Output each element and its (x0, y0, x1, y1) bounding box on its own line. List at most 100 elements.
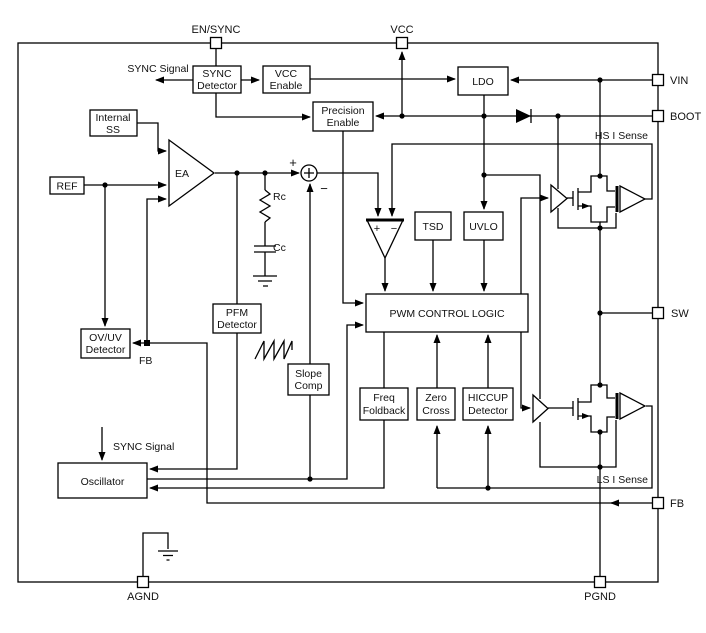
comparator-plus-label: + (374, 223, 380, 235)
pin-fb (651, 496, 665, 510)
sync-detector-label-2: Detector (197, 80, 237, 92)
vcc-enable-label-1: VCC (275, 68, 298, 80)
comparator-minus-label: − (391, 223, 397, 235)
freq-label-2: Foldback (363, 405, 406, 417)
sync-signal-top-label: SYNC Signal (127, 63, 188, 75)
block-oscillator: Oscillator (57, 462, 148, 499)
pin-label-vin: VIN (670, 75, 688, 87)
bootstrap-diode-icon (516, 109, 532, 123)
wire-precision-to-pwm (342, 131, 364, 307)
fb-node-dot (144, 340, 150, 346)
internal-ss-label-2: SS (106, 124, 120, 136)
block-pfm-detector: PFM Detector (212, 303, 262, 334)
sync-signal-bottom-label: SYNC Signal (113, 441, 174, 453)
ovuv-label-2: Detector (86, 344, 126, 356)
block-slope-comp: Slope Comp (287, 363, 330, 396)
block-internal-ss: Internal SS (89, 109, 138, 137)
hs-i-sense-label: HS I Sense (595, 130, 648, 142)
wire-pfm-to-osc (149, 333, 238, 473)
wire-pwm-to-hsdriver (520, 194, 549, 294)
summing-minus-label: − (320, 181, 328, 196)
pin-sw (651, 306, 665, 320)
wire-osc-sawtooth-out (147, 321, 364, 480)
pins (136, 36, 665, 589)
sync-detector-label-1: SYNC (202, 68, 232, 80)
pin-label-en-sync: EN/SYNC (192, 24, 241, 36)
ovuv-label-1: OV/UV (89, 332, 122, 344)
block-zero-cross: Zero Cross (416, 387, 456, 421)
zero-label-2: Cross (422, 405, 449, 417)
pin-vcc (395, 36, 409, 50)
ea-label: EA (175, 168, 189, 180)
block-uvlo: UVLO (463, 211, 504, 241)
slope-label-2: Comp (294, 380, 322, 392)
wire-fb-run (132, 339, 653, 504)
agnd-ground-icon (158, 550, 178, 561)
block-precision-enable: Precision Enable (312, 101, 374, 132)
block-ref: REF (49, 176, 85, 195)
hiccup-label-1: HICCUP (468, 392, 508, 404)
pin-label-fb: FB (670, 498, 684, 510)
pin-vin (651, 73, 665, 87)
error-amplifier: EA (168, 138, 216, 208)
freq-label-1: Freq (373, 392, 395, 404)
summing-plus-label: + (289, 155, 297, 170)
wire-syncdet-to-precision (215, 93, 311, 121)
pwm-label: PWM CONTROL LOGIC (389, 308, 505, 320)
slope-label-1: Slope (295, 368, 322, 380)
wire-ls-rail (539, 420, 617, 468)
wire-vcc-to-lsdriver (484, 174, 541, 399)
ls-mosfet-icon (548, 384, 601, 467)
block-ovuv-detector: OV/UV Detector (80, 328, 131, 359)
wire-hs-sense-bus (388, 143, 653, 217)
pfm-label-1: PFM (226, 307, 248, 319)
hs-sense-taps (600, 175, 615, 223)
ref-label: REF (57, 181, 78, 193)
pwm-comparator: + − (365, 218, 405, 260)
hiccup-label-2: Detector (468, 405, 508, 417)
pin-label-boot: BOOT (670, 111, 701, 123)
wire-ls-sense-bus (437, 405, 653, 489)
block-freq-foldback: Freq Foldback (359, 387, 409, 421)
pin-pgnd (593, 575, 607, 589)
summing-junction (300, 164, 318, 182)
pin-label-pgnd: PGND (584, 591, 616, 603)
wire-fb-to-ea (146, 195, 167, 343)
cc-label: Cc (273, 242, 286, 254)
precision-enable-label-1: Precision (321, 105, 364, 117)
ls-i-sense-label: LS I Sense (597, 474, 649, 486)
wire-freq-to-osc (149, 420, 385, 492)
internal-ss-label-1: Internal (95, 112, 130, 124)
ls-current-sense-amp-icon (615, 391, 647, 421)
low-side-stage (532, 384, 647, 467)
ldo-label: LDO (472, 76, 494, 88)
block-ldo: LDO (457, 66, 509, 96)
precision-enable-label-2: Enable (327, 117, 360, 129)
pfm-label-2: Detector (217, 319, 257, 331)
ground-icon (253, 275, 277, 287)
labels: EN/SYNC VCC VIN BOOT SW FB AGND PGND SYN… (113, 24, 701, 603)
hs-mosfet-icon (567, 175, 601, 228)
oscillator-label: Oscillator (81, 476, 125, 488)
pin-label-sw: SW (671, 308, 689, 320)
pin-label-agnd: AGND (127, 591, 159, 603)
pin-label-vcc: VCC (390, 24, 413, 36)
rc-label: Rc (273, 191, 286, 203)
block-sync-detector: SYNC Detector (192, 65, 242, 94)
capacitor-cc-icon (254, 245, 276, 253)
junction-dots (102, 77, 603, 491)
block-vcc-enable: VCC Enable (262, 65, 311, 94)
vcc-enable-label-2: Enable (270, 80, 303, 92)
ls-sense-taps (600, 384, 615, 433)
tsd-label: TSD (423, 221, 444, 233)
pin-en-sync (209, 36, 223, 50)
uvlo-label: UVLO (469, 221, 498, 233)
block-hiccup-detector: HICCUP Detector (462, 387, 514, 421)
wire-sum-to-comp (317, 172, 382, 217)
fb-node-label: FB (139, 355, 152, 367)
wire-pwm-to-lsdriver (520, 332, 531, 412)
wire-agnd-hook (142, 532, 169, 577)
wiring (84, 49, 653, 577)
